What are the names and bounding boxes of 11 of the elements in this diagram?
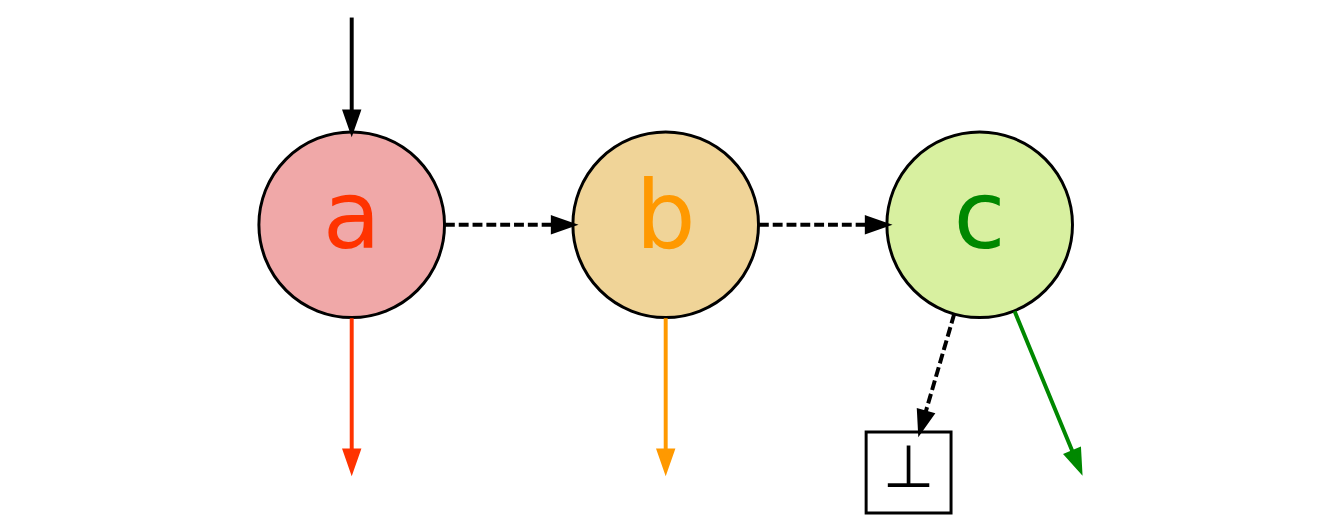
arrow [758,215,893,235]
arrow [1012,310,1083,476]
node-circle: b [570,130,760,320]
arrow [655,318,675,477]
arrow [444,215,579,235]
arrow [916,313,956,438]
node-box: ⊥ [864,430,952,515]
arrow [341,318,361,477]
node-circle: a [256,130,446,320]
arrow [341,17,361,138]
node-circle: c [884,130,1074,320]
